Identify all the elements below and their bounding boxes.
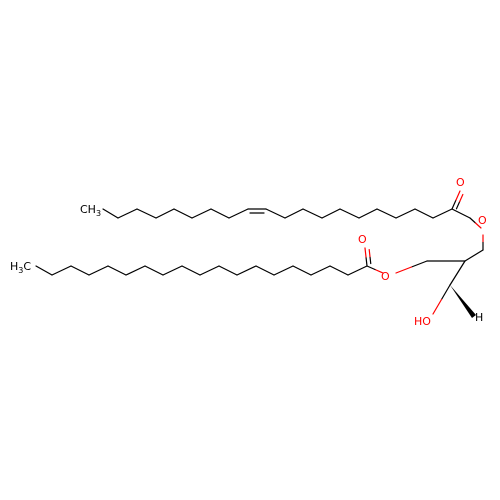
stereo-wedge-bond — [450, 285, 476, 318]
bond-lower-chain-17 — [35, 265, 53, 276]
bond-ester2-o-c-a — [374, 268, 384, 274]
bond-ester1-carbonyl-2-a — [455, 201, 461, 210]
bond-lower-chain-1 — [329, 265, 349, 276]
bond-lower-chain-11 — [144, 265, 164, 276]
bond-upper-chain-7 — [228, 208, 249, 219]
bond-lower-chain-4 — [273, 265, 294, 276]
bond-c2-oh-b — [432, 298, 443, 315]
bond-lower-chain-8 — [199, 265, 220, 276]
bond-ester2-carbonyl-b — [364, 247, 367, 258]
bond-layer — [35, 190, 484, 318]
atom-label-ester2-carbonyl-oxygen: O — [358, 233, 367, 246]
atom-label-hydroxyl: HO — [414, 315, 431, 328]
bond-lower-chain-9 — [181, 265, 201, 276]
bond-ester1-c-o-b — [474, 222, 482, 229]
atom-label-ester1-carbonyl-oxygen: O — [456, 176, 465, 189]
bond-lower-chain-6 — [236, 265, 257, 276]
atom-label-ester2-ether-oxygen: O — [381, 270, 390, 283]
bond-lower-chain-16 — [51, 265, 72, 276]
bond-upper-chain-6 — [210, 208, 230, 219]
atom-label-ch3-lower: H3C — [10, 260, 31, 275]
bond-lower-chain-12 — [125, 265, 146, 276]
bond-c2-oh-a — [440, 284, 451, 301]
bond-ester1-carbonyl-2-b — [459, 193, 464, 203]
bond-upper-chain-9 — [265, 208, 286, 219]
bond-upper-chain-2 — [136, 208, 157, 219]
bond-lower-chain-5 — [255, 265, 275, 276]
bond-upper-chain-18 — [432, 208, 453, 219]
bond-ester2-carbonyl-a — [365, 256, 368, 267]
bond-ester2-carbonyl-2-a — [369, 255, 372, 265]
bond-upper-chain-12 — [321, 208, 341, 219]
bond-upper-chain-19 — [451, 208, 471, 219]
bond-ester1-carbonyl-a — [451, 199, 457, 210]
bond-lower-chain-13 — [107, 265, 127, 276]
bond-ester2-o-c-b — [366, 265, 376, 271]
bond-upper-chain-15 — [376, 208, 397, 219]
bond-upper-chain-4 — [173, 208, 193, 219]
bond-upper-chain-13 — [339, 208, 360, 219]
bond-lower-chain-14 — [88, 265, 109, 276]
bond-ester1-carbonyl-b — [455, 190, 461, 201]
bond-lower-chain-7 — [218, 265, 238, 276]
bond-c2-down — [449, 260, 466, 286]
bond-lower-chain-10 — [162, 265, 183, 276]
bond-ester2-carbonyl-2-b — [368, 248, 371, 258]
bond-upper-chain-5 — [191, 208, 212, 219]
bond-upper-chain-10 — [284, 208, 304, 219]
bond-lower-chain-15 — [70, 265, 90, 276]
bond-upper-chain-17 — [414, 208, 434, 219]
bond-upper-chain-3 — [155, 208, 175, 219]
atom-label-stereo-hydrogen: H — [475, 311, 483, 324]
bond-lower-chain-0 — [347, 265, 368, 276]
bond-lower-chain-2 — [310, 265, 331, 276]
bond-upper-chain-11 — [302, 208, 323, 219]
bond-lower-chain-3 — [292, 265, 312, 276]
bond-glycerol-c1-c2 — [464, 249, 484, 262]
bond-upper-chain-0 — [102, 208, 119, 219]
atom-label-ch3-upper: CH3 — [80, 203, 101, 218]
atom-label-ester1-ether-oxygen: O — [478, 214, 487, 227]
bond-ester1-c-o-a — [469, 217, 477, 224]
bond-upper-chain-1 — [117, 208, 138, 219]
bond-ester2-ch2-o-b — [395, 266, 413, 274]
bond-ester2-ch2-o-a — [410, 260, 428, 268]
bond-upper-chain-14 — [358, 208, 378, 219]
bond-upper-chain-16 — [395, 208, 416, 219]
